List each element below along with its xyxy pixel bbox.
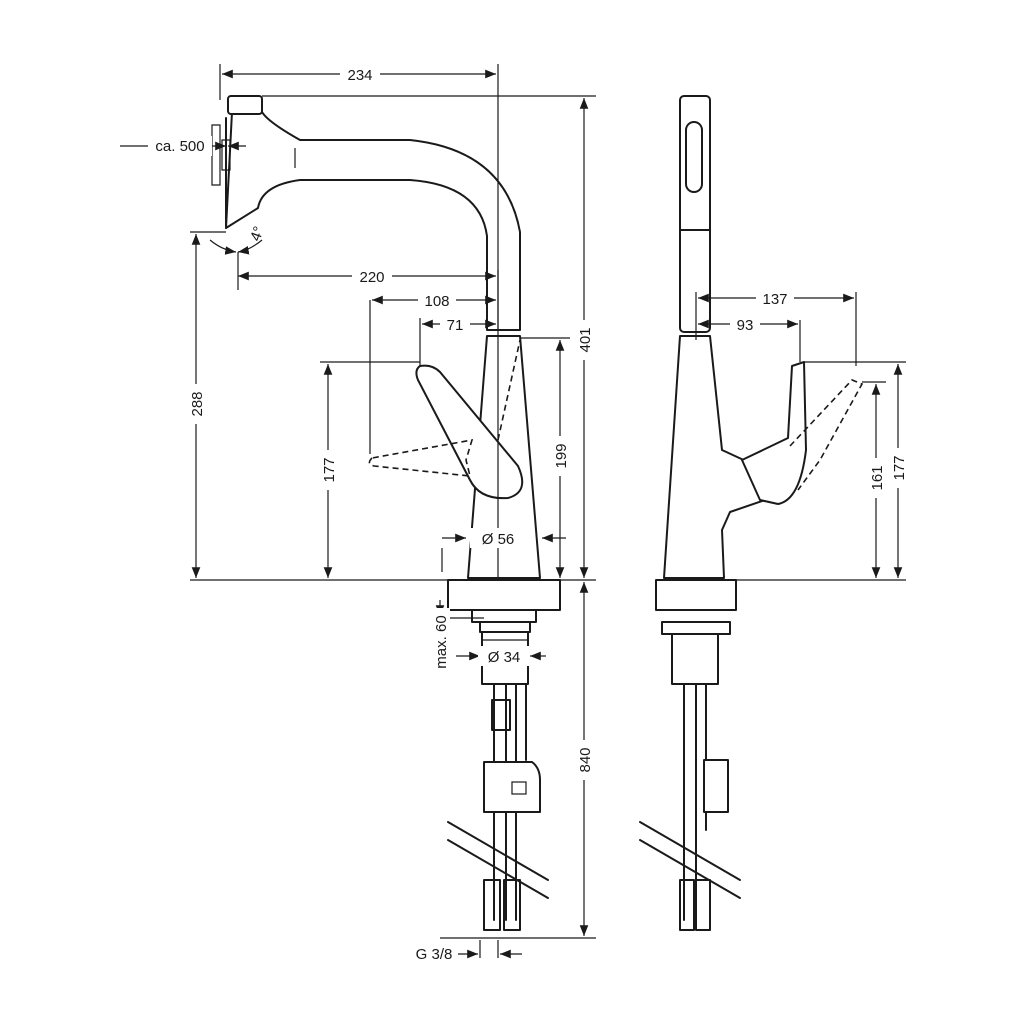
label-108: 108: [424, 293, 449, 310]
label-d56: Ø 56: [482, 531, 515, 548]
front-body: [467, 335, 541, 579]
label-93: 93: [737, 317, 754, 334]
label-220: 220: [359, 269, 384, 286]
label-d34: Ø 34: [488, 649, 521, 666]
front-spout: [225, 111, 521, 331]
label-71: 71: [447, 317, 464, 334]
label-161: 161: [869, 465, 886, 490]
label-234: 234: [347, 67, 372, 84]
label-401: 401: [577, 327, 594, 352]
front-lever-alt: [368, 438, 474, 477]
front-deck-plate: [447, 579, 561, 611]
side-view: [639, 95, 864, 931]
dimension-lines: [120, 64, 906, 959]
label-840: 840: [577, 747, 594, 772]
side-spout: [679, 95, 711, 333]
label-199: 199: [553, 443, 570, 468]
side-button: [685, 121, 703, 193]
label-ca500: ca. 500: [155, 138, 204, 155]
side-lever: [741, 361, 807, 505]
front-view: [211, 95, 561, 931]
dimension-labels: 234 ca. 500 4° 220 108 71 401 288 177 19…: [148, 64, 908, 963]
side-body: [663, 335, 766, 579]
front-shank: [481, 631, 529, 685]
front-spout-cap: [227, 95, 263, 115]
label-angle4: 4°: [247, 224, 268, 243]
label-177-right: 177: [891, 455, 908, 480]
label-288: 288: [189, 391, 206, 416]
label-137: 137: [762, 291, 787, 308]
front-lever: [415, 364, 524, 500]
label-177-left: 177: [321, 457, 338, 482]
side-lever-alt: [789, 379, 864, 491]
label-g38: G 3/8: [416, 946, 453, 963]
label-max60: max. 60: [433, 615, 450, 668]
